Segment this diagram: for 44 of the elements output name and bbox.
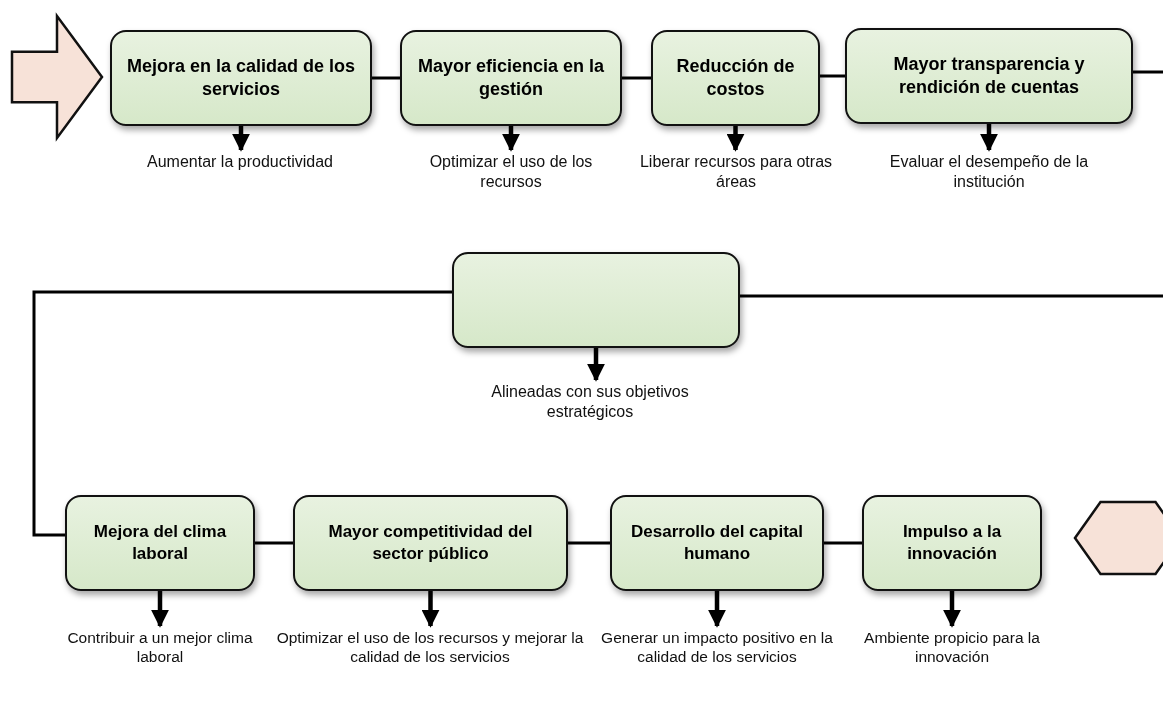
arrow [151,591,169,628]
arrow [232,126,250,152]
description-text: Generar un impacto positivo en la calidad de los servicios [600,628,834,668]
description-text: Evaluar el desempeño de la institución [888,152,1090,192]
rounded-box [400,30,622,126]
description-text: Liberar recursos para otras áreas [638,152,834,192]
description-text: Ambiente propicio para la innovación [863,628,1041,668]
description-text: Optimizar el uso de los recursos y mejorar la calidad de los servicios [275,628,585,668]
arrow [726,126,745,152]
connector-line [255,541,293,545]
rounded-box [845,28,1133,124]
description-text: Alineadas con sus objetivos estratégicos [490,382,690,422]
box-label: Impulso a la innovación [901,520,1003,565]
box-label: Mayor competitividad del sector público [327,520,534,565]
box-label: Desarrollo del capital humano [630,520,804,565]
box-label: Mejora en la calidad de los servicios [125,54,357,101]
rounded-box [293,495,568,591]
rounded-box [862,495,1042,591]
rounded-box [651,30,820,126]
rounded-box [452,252,740,348]
box-label: Mayor eficiencia en la gestión [416,54,606,101]
box-label: Mejora del clima laboral [92,520,228,565]
box-label: Mayor transparencia y rendición de cuentas [892,52,1086,99]
connector-line [568,541,610,545]
description-text: Optimizar el uso de los recursos [428,152,594,192]
connector-line [740,294,1163,298]
connector-line [372,76,400,80]
description-text: Aumentar la productividad [147,152,333,172]
connector-line [820,74,845,78]
arrow [708,591,726,628]
box-label: Reducción de costos [675,54,796,101]
connector-line [824,541,862,545]
connector-line [622,76,651,80]
description-text: Contribuir a un mejor clima laboral [66,628,254,668]
connector-line [1133,70,1163,74]
arrow [943,591,961,628]
arrow [421,591,440,628]
rounded-box [65,495,255,591]
rounded-box [610,495,824,591]
rounded-box [110,30,372,126]
arrow [980,124,998,152]
arrow [587,348,605,382]
connector-line [32,290,452,537]
arrow [502,126,520,152]
